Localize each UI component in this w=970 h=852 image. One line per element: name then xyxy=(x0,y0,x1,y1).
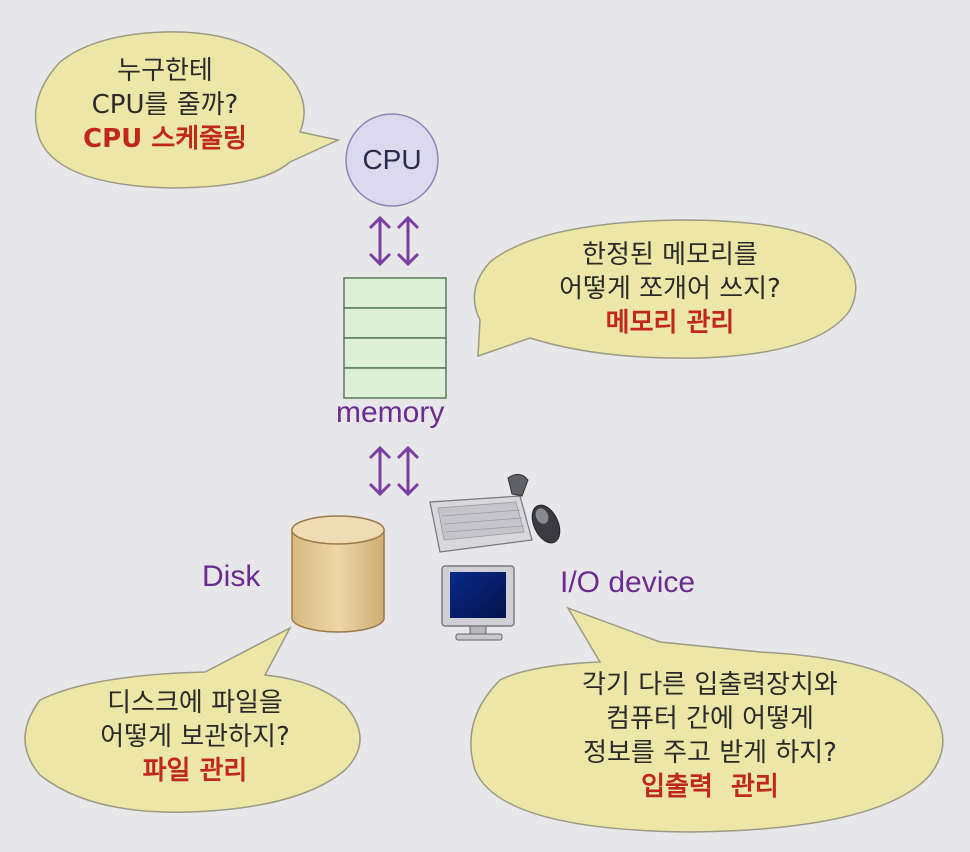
cpu-scheduling-label: CPU 스케줄링 xyxy=(83,124,247,154)
disk-bubble-line2: 어떻게 보관하지? xyxy=(100,722,290,752)
disk-question-bubble xyxy=(24,626,361,813)
memory-management-label: 메모리 관리 xyxy=(605,308,735,338)
mouse-icon xyxy=(531,504,561,544)
cpu-bubble-text: 누구한테 CPU를 줄까? CPU 스케줄링 xyxy=(60,54,270,156)
io-bubble-line2: 컴퓨터 간에 어떻게 xyxy=(606,704,814,734)
cpu-label: CPU xyxy=(362,144,422,175)
cpu-bubble-line1: 누구한테 xyxy=(117,56,213,86)
io-bubble-line1: 각기 다른 입출력장치와 xyxy=(582,670,838,700)
io-bubble-line3: 정보를 주고 받게 하지? xyxy=(583,738,837,768)
memory-label: memory xyxy=(336,396,445,429)
memory-bubble-line2: 어떻게 쪼개어 쓰지? xyxy=(559,274,781,304)
cpu-bubble-line2: CPU를 줄까? xyxy=(91,90,239,120)
memory-bubble-line1: 한정된 메모리를 xyxy=(582,240,758,270)
memory-question-bubble xyxy=(473,219,857,359)
keyboard-icon xyxy=(429,474,533,553)
memory-bubble-text: 한정된 메모리를 어떻게 쪼개어 쓰지? 메모리 관리 xyxy=(510,238,830,340)
io-management-label: 입출력 관리 xyxy=(641,772,779,802)
cpu-memory-arrow xyxy=(368,215,420,267)
memory-io-arrow xyxy=(368,445,420,497)
file-management-label: 파일 관리 xyxy=(142,756,248,786)
io-device-label: I/O device xyxy=(560,566,696,599)
disk-label: Disk xyxy=(202,560,261,593)
io-question-bubble xyxy=(470,606,944,833)
memory-block xyxy=(343,277,447,399)
io-bubble-text: 각기 다른 입출력장치와 컴퓨터 간에 어떻게 정보를 주고 받게 하지? 입출… xyxy=(520,668,900,804)
disk-icon xyxy=(291,515,385,633)
disk-bubble-line1: 디스크에 파일을 xyxy=(107,688,283,718)
cpu-node xyxy=(345,113,439,207)
disk-bubble-text: 디스크에 파일을 어떻게 보관하지? 파일 관리 xyxy=(60,686,330,788)
monitor-icon xyxy=(441,565,515,641)
cpu-question-bubble xyxy=(34,31,341,189)
